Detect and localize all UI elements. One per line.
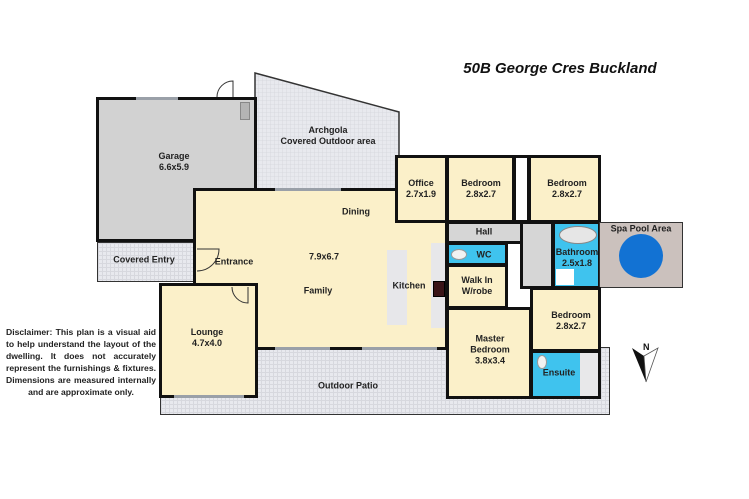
lounge-label: Lounge 4.7x4.0 — [191, 327, 224, 349]
archgola-sub: Covered Outdoor area — [280, 136, 376, 146]
shower-icon — [580, 353, 598, 396]
garage-fixture-icon — [240, 102, 250, 120]
toilet-icon — [537, 355, 547, 369]
lounge-window — [174, 395, 244, 398]
living-window — [275, 188, 341, 191]
master-size: 3.8x3.4 — [474, 355, 506, 366]
living-window — [275, 347, 330, 350]
lounge-size: 4.7x4.0 — [191, 338, 223, 348]
walkin-label: Walk In W/robe — [461, 275, 492, 297]
master-name: Master — [475, 333, 505, 344]
master-sub: Bedroom — [470, 344, 510, 355]
kitchen-label: Kitchen — [392, 280, 426, 291]
ensuite-label: Ensuite — [542, 367, 576, 378]
bedroom-2-name: Bedroom — [461, 178, 501, 188]
archgola-name: Archgola — [308, 125, 348, 135]
spa-label: Spa Pool Area — [610, 223, 672, 234]
bathroom-size: 2.5x1.8 — [561, 258, 593, 268]
office-size: 2.7x1.9 — [405, 189, 437, 199]
bedroom-3-name: Bedroom — [547, 178, 587, 188]
lounge-name: Lounge — [190, 327, 224, 337]
hall-label: Hall — [475, 226, 493, 237]
covered-entry — [97, 242, 195, 282]
north-compass-icon — [632, 347, 659, 383]
covered-entry-label: Covered Entry — [113, 254, 175, 265]
plan-title: 50B George Cres Buckland — [463, 60, 657, 77]
master-label: Master Bedroom 3.8x3.4 — [470, 334, 510, 367]
bathroom-label: Bathroom 2.5x1.8 — [556, 247, 599, 269]
bedroom-3-size: 2.8x2.7 — [551, 189, 583, 199]
toilet-icon — [451, 249, 467, 260]
office-name: Office — [408, 178, 434, 188]
door-icon — [231, 286, 249, 304]
wc-label: WC — [476, 249, 492, 260]
dining-label: Dining — [342, 206, 370, 217]
living-size: 7.9x6.7 — [308, 251, 340, 262]
door-icon — [216, 80, 234, 98]
garage-label: Garage 6.6x5.9 — [158, 151, 189, 173]
bedroom-3 — [528, 155, 601, 223]
shower-icon — [556, 269, 574, 285]
garage-name: Garage — [158, 151, 190, 161]
bedroom-2-label: Bedroom 2.8x2.7 — [461, 178, 501, 200]
office-label: Office 2.7x1.9 — [406, 178, 436, 200]
garage-size: 6.6x5.9 — [158, 162, 190, 172]
cooktop-icon — [433, 281, 445, 297]
bedroom-4-label: Bedroom 2.8x2.7 — [551, 310, 591, 332]
entrance-label: Entrance — [214, 256, 254, 267]
office-room — [395, 155, 448, 223]
bedroom-2-size: 2.8x2.7 — [465, 189, 497, 199]
bathroom-name: Bathroom — [555, 247, 599, 257]
bedroom-4-size: 2.8x2.7 — [555, 321, 587, 331]
patio-label: Outdoor Patio — [318, 380, 378, 391]
living-window — [362, 347, 437, 350]
bedroom-3-label: Bedroom 2.8x2.7 — [547, 178, 587, 200]
kitchen-island — [387, 250, 407, 325]
door-icon — [196, 248, 220, 272]
garage-window — [136, 97, 178, 100]
disclaimer-text: Disclaimer: This plan is a visual aid to… — [6, 327, 156, 397]
bath-icon — [559, 226, 597, 244]
master-bedroom — [446, 307, 532, 399]
family-label: Family — [303, 285, 333, 296]
bedroom-4-name: Bedroom — [551, 310, 591, 320]
hall-passage — [520, 221, 554, 289]
spa-pool-icon — [619, 234, 663, 278]
walkin-sub: W/robe — [461, 286, 493, 296]
walkin-name: Walk In — [461, 275, 493, 285]
compass-n-label: N — [643, 342, 650, 352]
archgola-label: Archgola Covered Outdoor area — [280, 125, 375, 147]
